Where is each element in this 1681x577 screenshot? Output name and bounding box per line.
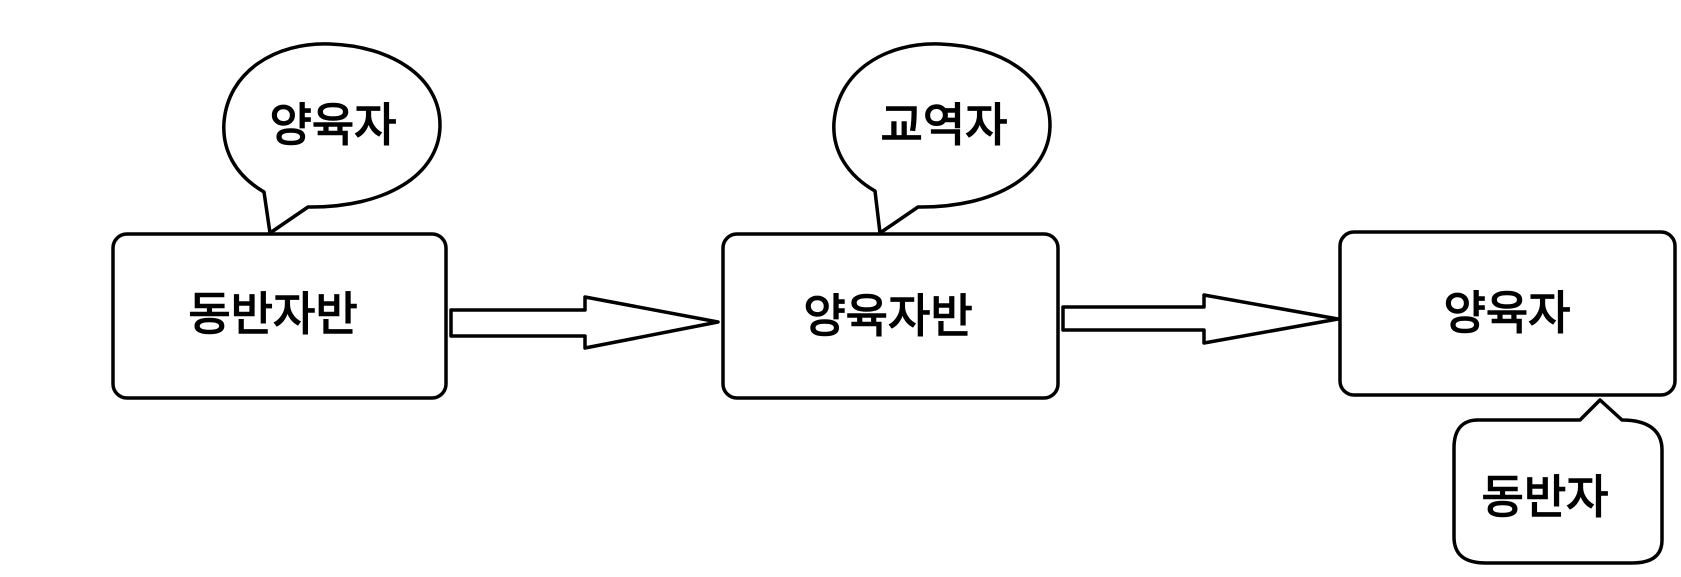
speech-bubble-rect-3 bbox=[1452, 398, 1664, 565]
flow-arrow-2 bbox=[1061, 293, 1340, 345]
process-box-3 bbox=[1338, 230, 1677, 397]
callout-label-2: 교역자 bbox=[880, 98, 1008, 152]
callout-label-3: 동반자 bbox=[1481, 470, 1609, 524]
process-box-2 bbox=[721, 232, 1060, 400]
process-box-1 bbox=[111, 232, 448, 400]
speech-bubble-oval-1 bbox=[222, 42, 442, 235]
callout-label-1: 양육자 bbox=[269, 98, 397, 152]
speech-bubble-oval-2 bbox=[832, 42, 1052, 235]
flow-arrow-1 bbox=[449, 295, 720, 350]
box-label-2: 양육자반 bbox=[803, 289, 973, 343]
box-label-3: 양육자 bbox=[1443, 286, 1571, 340]
box-label-1: 동반자반 bbox=[188, 287, 358, 341]
